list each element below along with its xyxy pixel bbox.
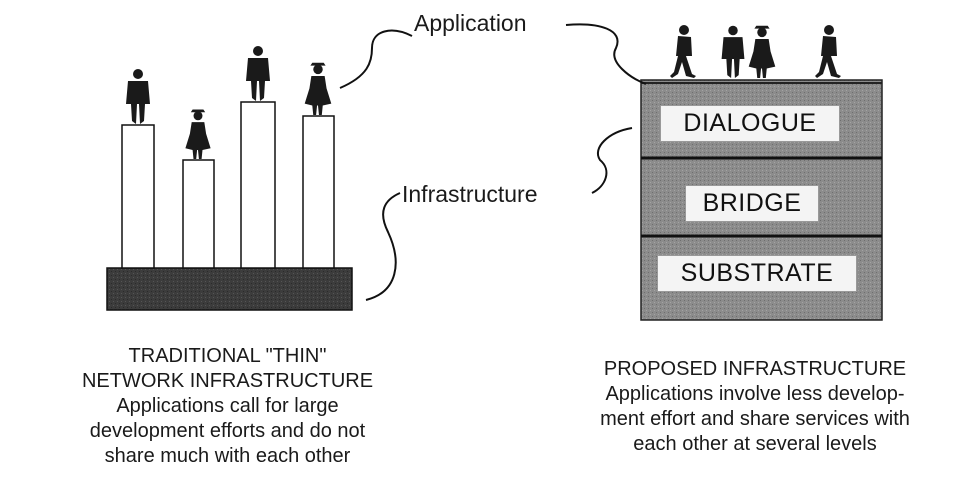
application-column-1 (121, 124, 155, 269)
proposed-body-line-2: ment effort and share services with (600, 408, 910, 430)
proposed-body-line-3: each other at several levels (633, 433, 877, 455)
person-figure-3 (246, 46, 270, 101)
application-connector-right (565, 23, 647, 85)
layer-bridge: BRIDGE (685, 185, 819, 222)
person-figure-8 (815, 25, 841, 78)
infrastructure-label: Infrastructure (402, 181, 538, 207)
traditional-body-line-3: share much with each other (104, 445, 351, 467)
infrastructure-connector-right (591, 127, 633, 194)
person-figure-2 (185, 109, 211, 159)
application-column-3 (240, 101, 276, 269)
proposed-title: PROPOSED INFRASTRUCTURE (603, 358, 907, 380)
person-figure-4 (304, 62, 332, 115)
application-label: Application (414, 10, 527, 36)
application-column-2 (182, 159, 215, 269)
layer-dialogue: DIALOGUE (660, 105, 840, 142)
thin-infrastructure-base (106, 267, 353, 311)
traditional-caption: TRADITIONAL "THIN" NETWORK INFRASTRUCTUR… (0, 344, 455, 469)
traditional-title-line-2: NETWORK INFRASTRUCTURE (81, 370, 374, 392)
proposed-body-line-1: Applications involve less develop- (605, 383, 905, 405)
infrastructure-connector-left (365, 192, 401, 301)
proposed-caption: PROPOSED INFRASTRUCTURE Applications inv… (535, 357, 975, 457)
application-connector-left (339, 29, 413, 89)
layer-substrate: SUBSTRATE (657, 255, 857, 292)
person-figure-6 (721, 25, 745, 78)
person-figure-5 (670, 25, 696, 78)
application-column-4 (302, 115, 335, 269)
traditional-body-line-1: Applications call for large (116, 395, 339, 417)
person-figure-7 (748, 25, 776, 78)
traditional-title-line-1: TRADITIONAL "THIN" (128, 345, 327, 367)
person-figure-1 (126, 69, 150, 124)
traditional-body-line-2: development efforts and do not (89, 420, 366, 442)
